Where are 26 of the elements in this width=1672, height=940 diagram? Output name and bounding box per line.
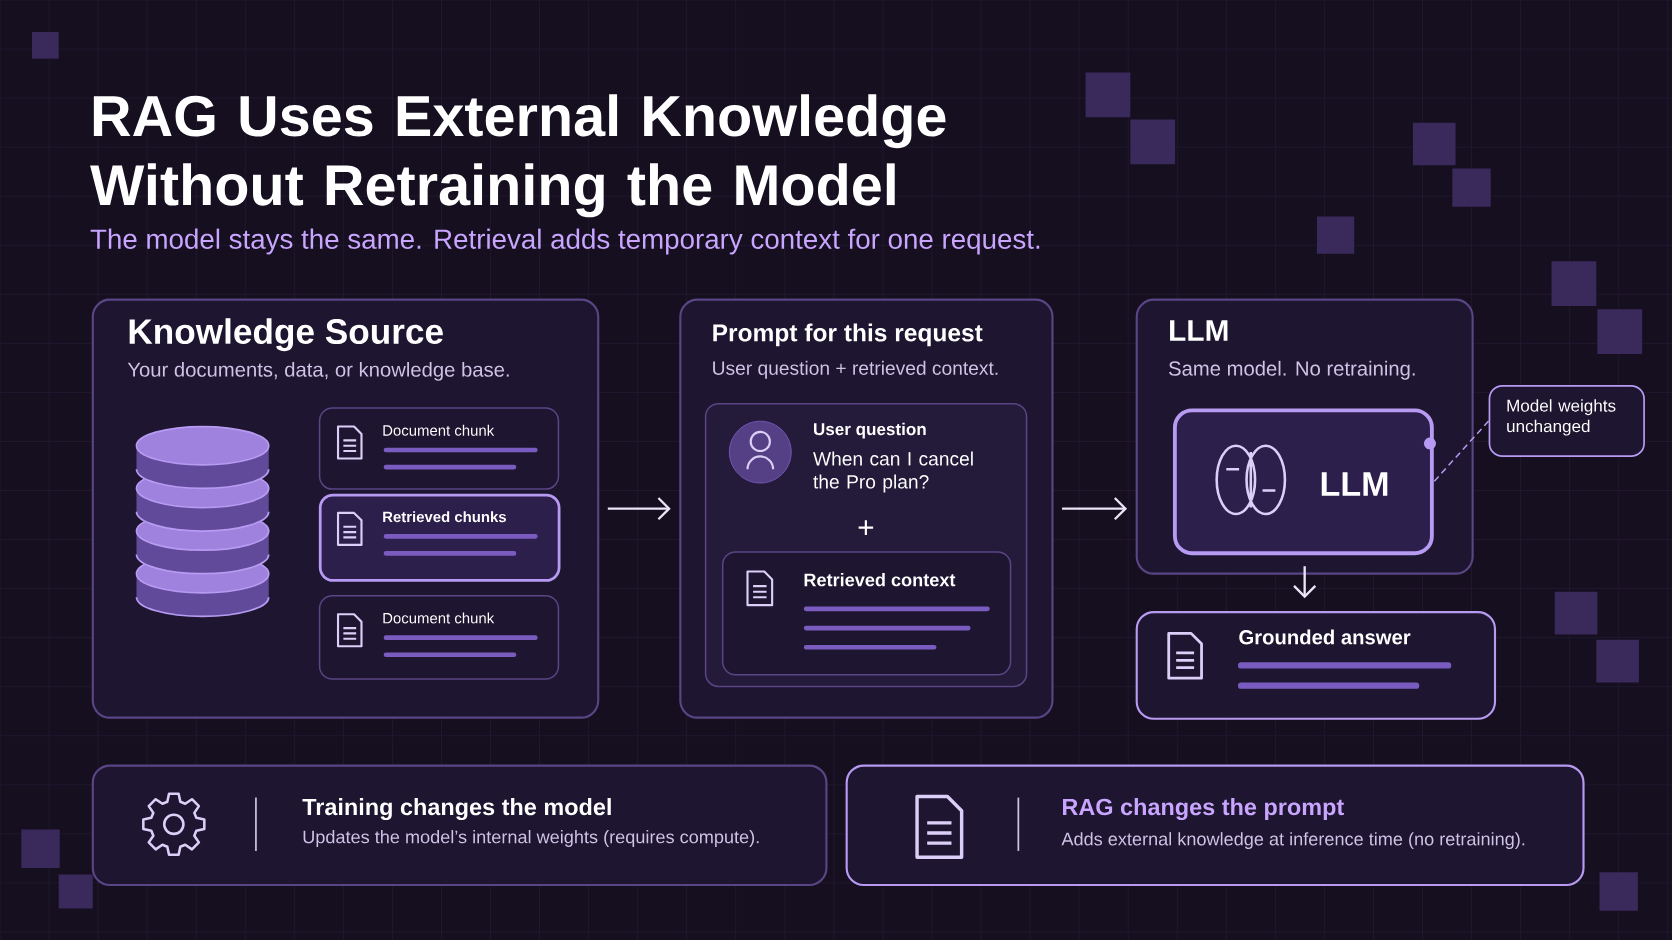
panel-subheading: Your documents, data, or knowledge base.	[127, 361, 509, 381]
panel-subheading: Same model. No retraining.	[1169, 360, 1415, 380]
subtitle: The model stays the same. Retrieval adds temporary context for one request.	[90, 228, 1040, 255]
answer-label: Grounded answer	[1239, 629, 1411, 645]
info-text: Updates the model’s internal weights (requires compute).	[303, 829, 759, 847]
arrow	[1293, 566, 1317, 598]
arrow	[607, 496, 671, 520]
info-heading: RAG changes the prompt	[1063, 797, 1344, 820]
plus-sign: +	[858, 520, 874, 535]
info-text: Adds external knowledge at inference time (no retraining).	[1061, 831, 1525, 849]
arrow	[1062, 496, 1128, 520]
chunk-label: Document chunk	[383, 424, 495, 436]
panel-subheading: User question + retrieved context.	[713, 360, 998, 379]
model-label: LLM	[1321, 472, 1388, 496]
leader-line	[1433, 420, 1490, 483]
context-label: Retrieved context	[804, 572, 956, 587]
panel-heading: Prompt for this request	[713, 323, 983, 347]
title: RAG Uses External Knowledge Without Retraining the Model	[90, 94, 946, 218]
question-text: When can I cancel the Pro plan?	[813, 451, 973, 493]
chunk-label: Retrieved chunks	[383, 510, 506, 522]
note-text: Model weights unchanged	[1507, 399, 1616, 436]
info-heading: Training changes the model	[302, 797, 611, 820]
chunk-label: Document chunk	[383, 612, 495, 624]
question-label: User question	[814, 422, 926, 439]
panel-heading: Knowledge Source	[129, 317, 443, 351]
panel-heading: LLM	[1170, 320, 1228, 341]
